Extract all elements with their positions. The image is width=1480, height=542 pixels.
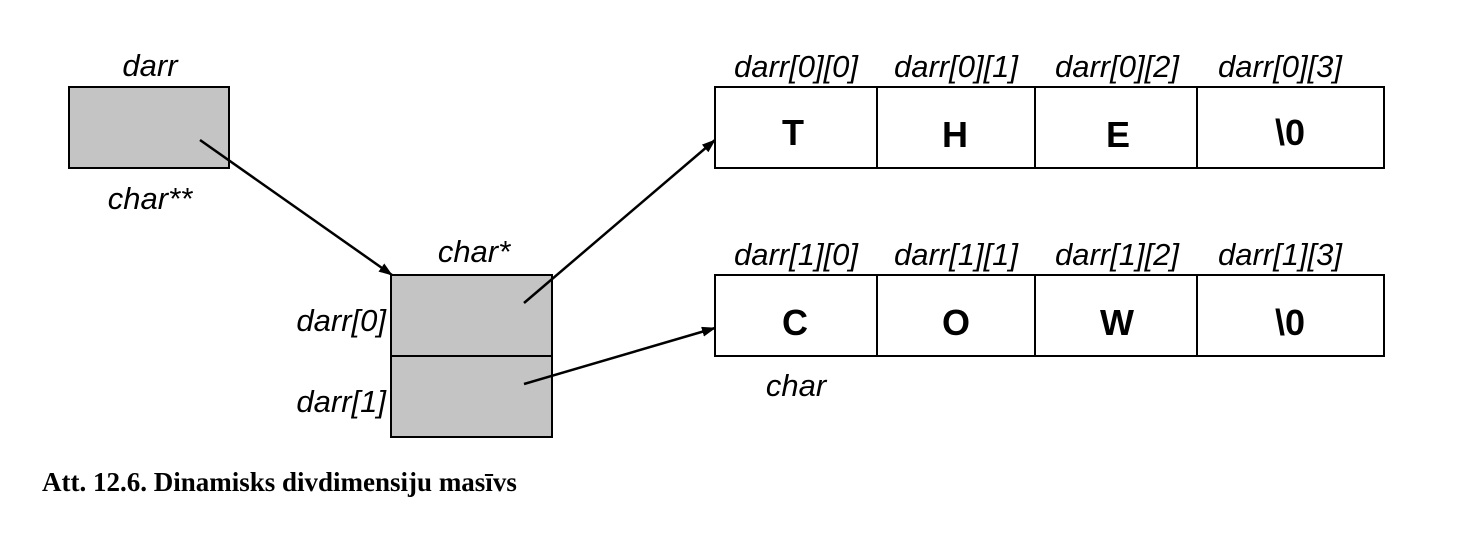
row1-value-1: O [942, 302, 970, 343]
row-array-slot-label-1: darr[1] [296, 384, 387, 419]
row1-header-1: darr[1][1] [894, 237, 1019, 272]
row0-cell-1 [876, 86, 1036, 169]
arrow-slot0-to-row0 [523, 139, 716, 304]
element-type-label: char [766, 368, 828, 403]
row1-header-0: darr[1][0] [734, 237, 859, 272]
row1-value-0: C [782, 302, 808, 343]
row1-cell-3 [1196, 274, 1385, 357]
row1-cell-0 [714, 274, 878, 357]
arrow-pointer-to-row-array [199, 138, 393, 277]
row0-value-1: H [942, 114, 968, 155]
row0-value-0: T [782, 112, 804, 153]
row0-header-1: darr[0][1] [894, 49, 1019, 84]
row0-header-0: darr[0][0] [734, 49, 859, 84]
pointer-name-label: darr [122, 48, 179, 83]
row0-cell-0 [714, 86, 878, 169]
row1-cell-1 [876, 274, 1036, 357]
row0-cell-3 [1196, 86, 1385, 169]
arrow-slot1-to-row1 [523, 326, 716, 386]
row1-cell-2 [1034, 274, 1198, 357]
pointer-type-label: char** [108, 181, 193, 216]
row0-value-3: \0 [1275, 112, 1305, 153]
row0-cell-2 [1034, 86, 1198, 169]
pointer-box [68, 86, 230, 169]
row0-value-2: E [1106, 114, 1130, 155]
row1-value-3: \0 [1275, 302, 1305, 343]
row-array-slot-label-0: darr[0] [296, 303, 387, 338]
row-array-slot-0 [390, 274, 553, 357]
row-array-slot-1 [390, 355, 553, 438]
row-array-type-label: char* [438, 234, 511, 269]
row0-header-3: darr[0][3] [1218, 49, 1343, 84]
figure-caption: Att. 12.6. Dinamisks divdimensiju masīvs [42, 467, 517, 497]
row1-value-2: W [1100, 302, 1134, 343]
row0-header-2: darr[0][2] [1055, 49, 1180, 84]
row1-header-2: darr[1][2] [1055, 237, 1180, 272]
row1-header-3: darr[1][3] [1218, 237, 1343, 272]
